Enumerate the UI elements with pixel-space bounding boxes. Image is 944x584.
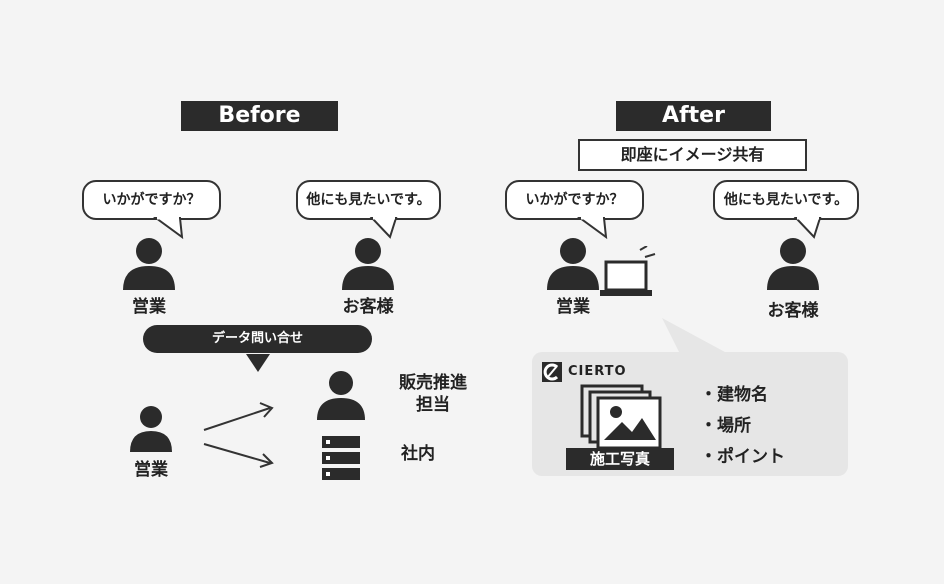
person-icon bbox=[767, 238, 819, 290]
person-icon bbox=[123, 238, 175, 290]
person-icon bbox=[547, 238, 599, 290]
before-bubble-left-tail bbox=[152, 217, 184, 240]
target-top-line2: 担当 bbox=[416, 395, 450, 415]
before-bubble-right-tail bbox=[369, 217, 398, 239]
before-person-right-name: お客様 bbox=[342, 297, 394, 317]
bullet-building-name: ・建物名 bbox=[700, 385, 768, 405]
before-title: Before bbox=[181, 101, 338, 131]
cierto-logo-icon bbox=[542, 362, 562, 382]
server-icon bbox=[322, 436, 360, 480]
person-icon bbox=[317, 371, 365, 420]
before-bubble-left: いかがですか？ bbox=[82, 180, 221, 220]
after-person-left-name: 営業 bbox=[556, 297, 590, 317]
after-bubble-right: 他にも見たいです。 bbox=[713, 180, 859, 220]
after-bubble-right-tail bbox=[793, 217, 822, 239]
inquiry-pill: データ問い合せ bbox=[143, 325, 372, 353]
brand-name: CIERTO bbox=[568, 364, 627, 379]
person-icon bbox=[130, 406, 172, 452]
diverging-arrows bbox=[203, 402, 274, 468]
before-person-bottom-name: 営業 bbox=[134, 460, 168, 480]
after-bubble-left-tail bbox=[576, 217, 608, 240]
target-bottom-label: 社内 bbox=[401, 444, 435, 464]
photo-label: 施工写真 bbox=[566, 448, 674, 470]
bullet-point: ・ポイント bbox=[700, 447, 785, 467]
down-arrow-icon bbox=[246, 354, 270, 372]
after-bubble-left: いかがですか？ bbox=[505, 180, 644, 220]
panel-callout-tail bbox=[660, 318, 740, 358]
target-top-line1: 販売推進 bbox=[399, 373, 467, 393]
laptop-icon bbox=[600, 246, 656, 296]
after-person-right-name: お客様 bbox=[767, 301, 819, 321]
photo-gallery-icon bbox=[580, 384, 662, 450]
target-top-label: 販売推進 担当 bbox=[388, 372, 478, 416]
bullet-location: ・場所 bbox=[700, 416, 751, 436]
before-person-left-name: 営業 bbox=[132, 297, 166, 317]
person-icon bbox=[342, 238, 394, 290]
before-bubble-right: 他にも見たいです。 bbox=[296, 180, 441, 220]
after-title: After bbox=[616, 101, 771, 131]
share-box: 即座にイメージ共有 bbox=[578, 139, 807, 171]
